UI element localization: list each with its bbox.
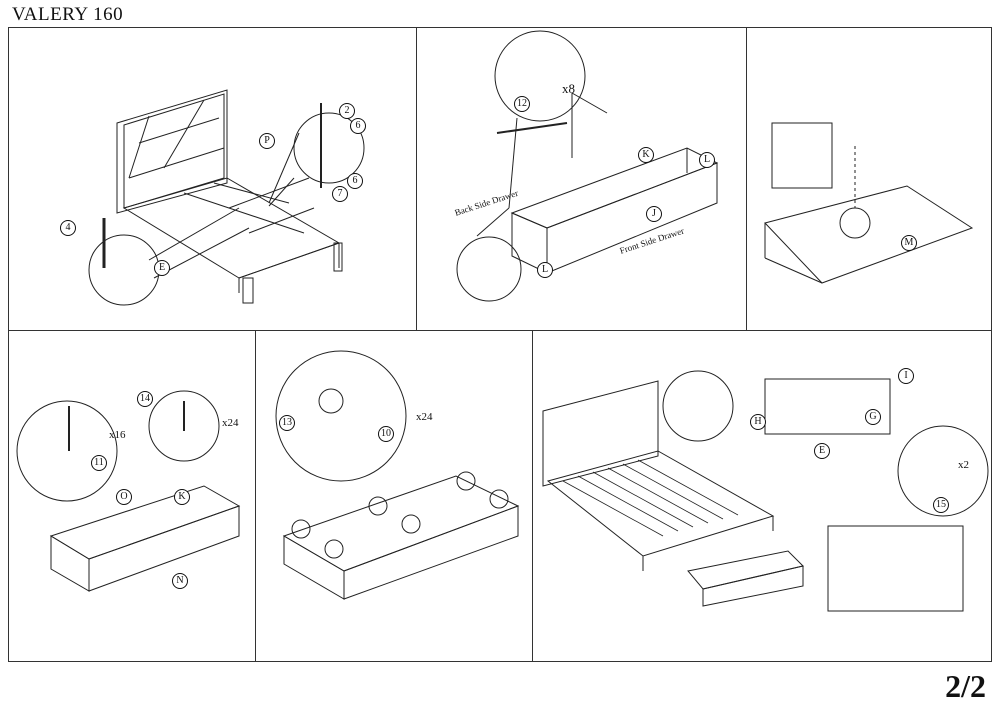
panel-final-assembly: I H G E x2 15 [532, 330, 992, 662]
callout-6: 6 [347, 173, 363, 189]
callout-e: E [154, 260, 170, 276]
callout-12: 12 [514, 96, 530, 112]
callout-o: O [116, 489, 132, 505]
callout-k: K [174, 489, 190, 505]
drawer-drawing [456, 30, 719, 302]
quantity-x24: x24 [222, 417, 239, 429]
drawer-screws-drawing [16, 390, 241, 592]
callout-11: 11 [91, 455, 107, 471]
callout-e: E [814, 443, 830, 459]
callout-6: 6 [350, 118, 366, 134]
panel-drawer-screws: 14 x24 x16 11 O K N [8, 330, 256, 662]
quantity-x24: x24 [416, 411, 433, 423]
callout-p: P [259, 133, 275, 149]
panel-drawer-wheels: 13 10 x24 [255, 330, 533, 662]
callout-i: I [898, 368, 914, 384]
callout-k: K [638, 147, 654, 163]
panel-drawer-assembly: x8 12 K L J L Back Side Drawer Front Sid… [416, 27, 747, 331]
panel-drawer-base: M [746, 27, 992, 331]
panel-bed-frame-assembly: 2 6 6 7 P 4 E [8, 27, 417, 331]
callout-m: M [901, 235, 917, 251]
callout-15: 15 [933, 497, 949, 513]
drawer-wheels-drawing [275, 350, 520, 600]
callout-2: 2 [339, 103, 355, 119]
page-number: 2/2 [945, 668, 986, 704]
callout-h: H [750, 414, 766, 430]
callout-7: 7 [332, 186, 348, 202]
callout-l: L [699, 152, 715, 168]
callout-10: 10 [378, 426, 394, 442]
callout-14: 14 [137, 391, 153, 407]
drawer-base-drawing [764, 122, 974, 284]
product-title: VALERY 160 [12, 4, 124, 25]
callout-4: 4 [60, 220, 76, 236]
final-assembly-drawing [542, 370, 989, 612]
quantity-x8: x8 [562, 81, 575, 96]
callout-g: G [865, 409, 881, 425]
callout-j: J [646, 206, 662, 222]
callout-13: 13 [279, 415, 295, 431]
quantity-x2: x2 [958, 459, 969, 471]
quantity-x16: x16 [109, 429, 126, 441]
bed-frame-drawing [88, 89, 365, 306]
callout-n: N [172, 573, 188, 589]
callout-l: L [537, 262, 553, 278]
